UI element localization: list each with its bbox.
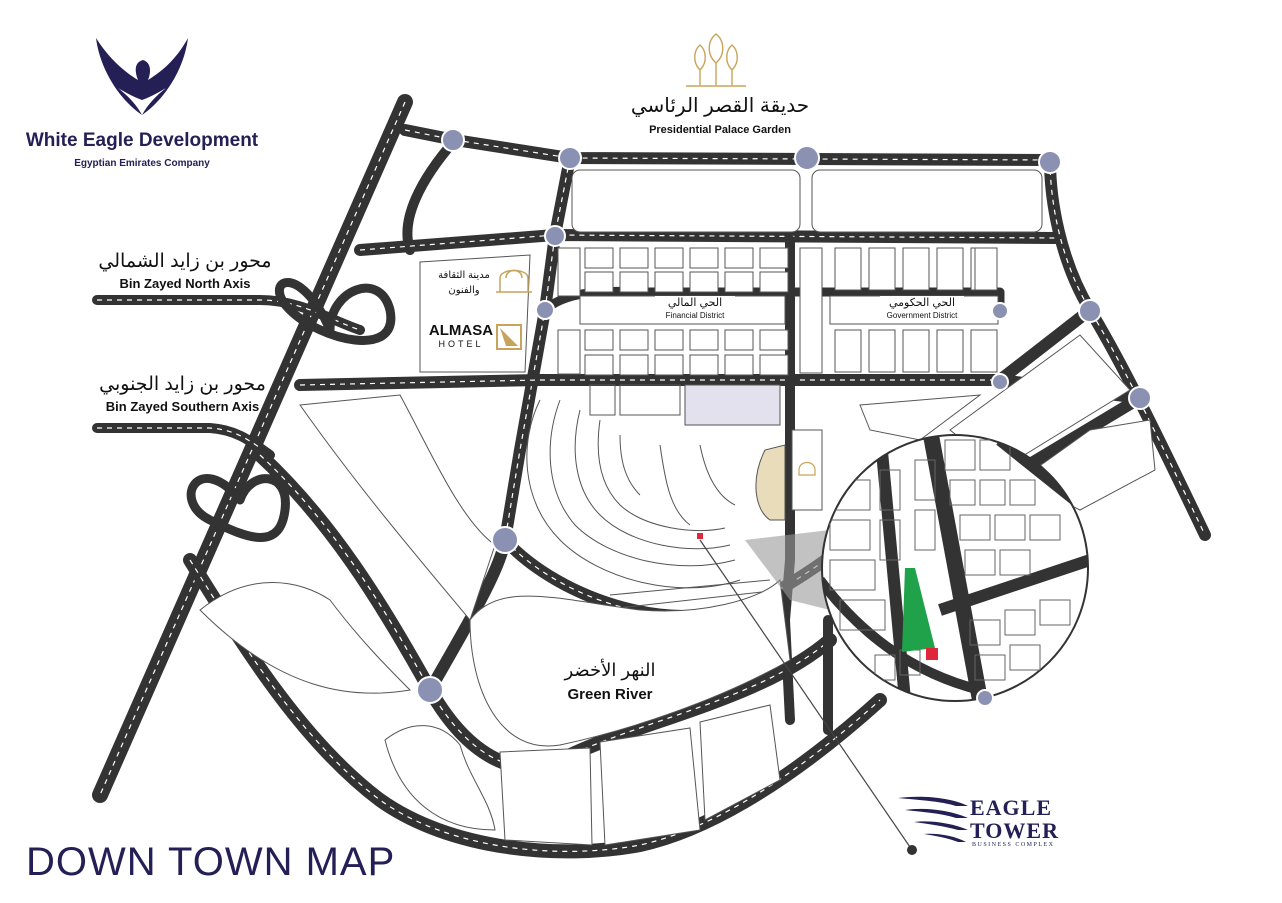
plot [834,247,862,291]
plot [759,247,789,269]
mosque-dome-icon [798,461,816,476]
green-river-label-ar: النهر الأخضر [564,660,656,680]
mosque-area [755,429,823,521]
roundabout-node [794,145,820,171]
plot [619,329,649,351]
roundabout-node [558,146,582,170]
government-district-label-en: Government District [876,311,968,320]
culture-city-label-ar: مدينة الثقافة والفنون [438,270,490,296]
plot [868,247,896,291]
roundabout-node [991,302,1009,320]
plot [799,247,823,374]
roundabout-node [416,676,444,704]
roundabout-node [535,300,555,320]
plot [619,247,649,269]
plot [584,247,614,269]
almasa-hotel-name: ALMASA [428,322,494,339]
plot [936,247,964,291]
eagle-tower-sub: BUSINESS COMPLEX [972,842,1055,848]
north-axis-label-ar: محور بن زايد الشمالي [98,251,272,272]
plot [689,329,719,351]
eagle-tower-plot [902,568,935,652]
map-title: DOWN TOWN MAP [26,840,396,884]
plot [654,271,684,293]
south-axis-label-ar: محور بن زايد الجنوبي [99,374,266,395]
plot [557,329,581,375]
green-river-area [469,578,791,747]
plot [902,329,930,373]
plot [724,271,754,293]
plot [759,329,789,351]
plot [584,329,614,351]
eagle-tower-marker [926,648,938,660]
roundabout-node [991,373,1009,391]
plot [557,247,581,297]
roundabout-node [544,225,566,247]
tower-leader-line [699,539,913,851]
plot [724,247,754,269]
plot [689,271,719,293]
south-axis-label-en: Bin Zayed Southern Axis [105,399,260,414]
downtown-fan-blocks [526,384,781,611]
plot [654,247,684,269]
plot [759,354,789,376]
plot [689,247,719,269]
downtown-location-marker [697,533,703,539]
plot [654,329,684,351]
plot [724,329,754,351]
zoom-pointer [745,530,830,610]
roundabout-node [441,128,465,152]
bottom-blocks [384,704,781,846]
white-eagle-logo-icon [96,38,188,115]
roundabout-node [1078,299,1102,323]
plot [619,271,649,293]
plot [654,354,684,376]
roundabout-node [1128,386,1152,410]
almasa-hotel-icon [496,324,522,350]
plot [724,354,754,376]
plot [584,354,614,376]
plot [902,247,930,291]
north-axis-label-en: Bin Zayed North Axis [119,276,251,291]
palace-garden-trees-icon [686,33,746,87]
financial-district-label-en: Financial District [650,311,740,320]
zoom-inset [821,434,1089,702]
company-tagline: Egyptian Emirates Company [74,158,210,169]
roundabout-nodes [416,128,1152,707]
culture-city-dome-icon [496,269,532,293]
roundabout-node [976,689,994,707]
plot [868,329,896,373]
plot [834,329,862,373]
plot [970,329,998,373]
plot [974,247,998,291]
green-river-label-en: Green River [567,686,653,703]
roundabout-node [491,526,519,554]
roundabout-node [1038,150,1062,174]
palace-garden-label-en: Presidential Palace Garden [649,124,791,136]
eagle-tower-line2: TOWER [970,818,1059,843]
plot [689,354,719,376]
almasa-hotel-sub: HOTEL [438,339,484,349]
eagle-tower-logo-icon [898,796,968,842]
tower-leader-dot [907,845,917,855]
plot [759,271,789,293]
palace-garden-label-ar: حديقة القصر الرئاسي [630,95,810,117]
eagle-tower-line1: EAGLE [970,795,1053,820]
financial-district-label-ar: الحي المالي [655,296,735,309]
government-district-label-ar: الحي الحكومي [880,296,964,309]
top-blocks [419,169,1043,373]
plot [584,271,614,293]
plot [619,354,649,376]
plot [936,329,964,373]
company-name: White Eagle Development [25,130,259,151]
